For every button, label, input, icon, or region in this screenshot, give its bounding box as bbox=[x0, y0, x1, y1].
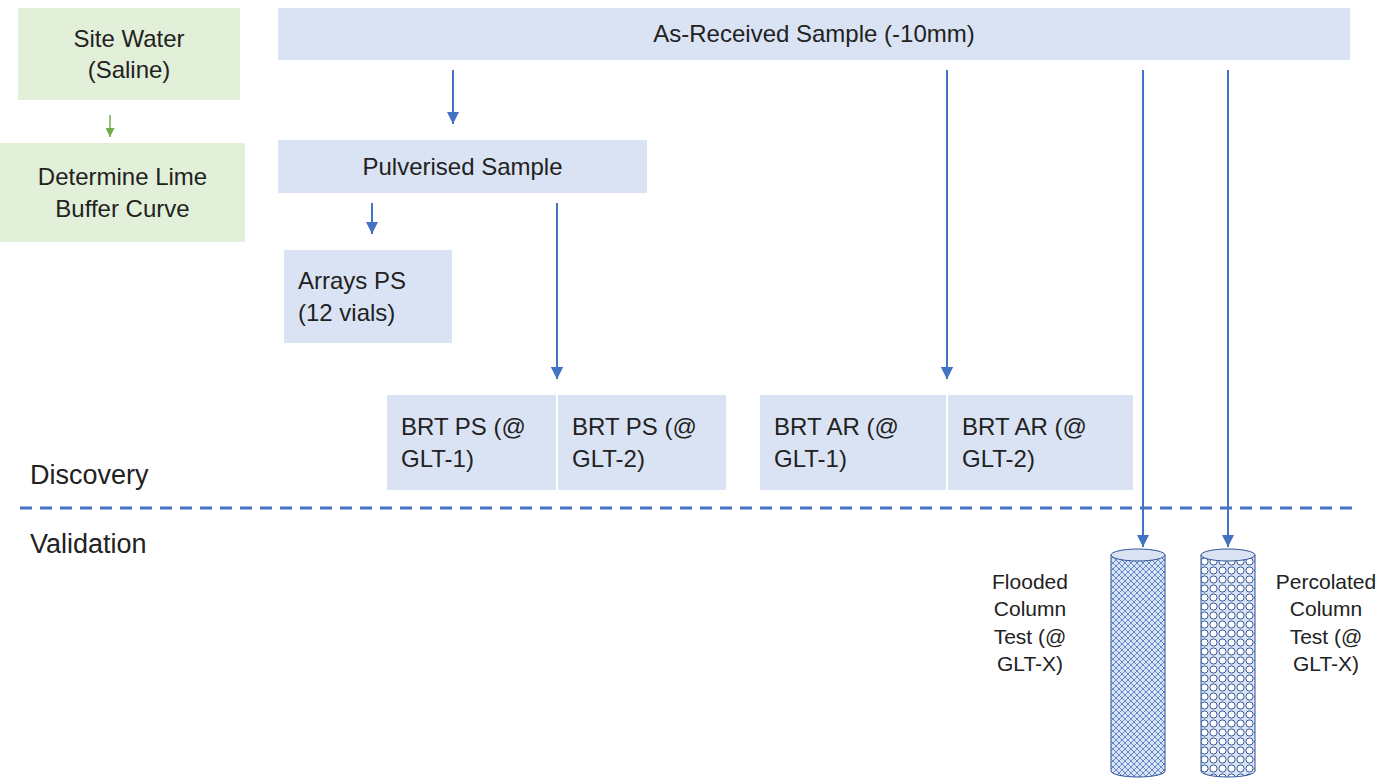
phase-label: Discovery bbox=[30, 460, 149, 491]
column-label: Percolated Column Test (@ GLT-X) bbox=[1270, 568, 1382, 677]
test-box: BRT PS (@ GLT-2) bbox=[558, 395, 726, 490]
flow-arrow bbox=[946, 70, 948, 379]
box-text: BRT PS (@ GLT-1) bbox=[401, 411, 541, 473]
box-text: As-Received Sample (-10mm) bbox=[653, 18, 974, 49]
column-outline bbox=[1110, 548, 1166, 778]
box-text: Pulverised Sample bbox=[362, 151, 562, 182]
test-box: BRT AR (@ GLT-2) bbox=[948, 395, 1133, 490]
box-text: BRT AR (@ GLT-1) bbox=[774, 411, 924, 473]
flow-arrow bbox=[1142, 70, 1144, 547]
flow-arrow bbox=[556, 203, 558, 379]
phase-label: Validation bbox=[30, 529, 147, 560]
box-text: BRT PS (@ GLT-2) bbox=[572, 411, 712, 473]
flow-arrow bbox=[371, 203, 373, 234]
input-box: Site Water (Saline) bbox=[18, 8, 240, 100]
box-text: Determine Lime Buffer Curve bbox=[15, 161, 230, 223]
process-box: Pulverised Sample bbox=[278, 140, 647, 193]
flow-arrow bbox=[109, 115, 111, 137]
box-text: Site Water (Saline) bbox=[34, 23, 224, 85]
flow-arrow bbox=[1227, 70, 1229, 547]
process-box: Arrays PS (12 vials) bbox=[284, 250, 452, 343]
box-text: BRT AR (@ GLT-2) bbox=[962, 411, 1112, 473]
flow-arrow bbox=[556, 203, 558, 379]
test-box: BRT PS (@ GLT-1) bbox=[387, 395, 556, 490]
process-box: Determine Lime Buffer Curve bbox=[0, 143, 245, 242]
column-outline bbox=[1200, 548, 1256, 778]
column-label: Flooded Column Test (@ GLT-X) bbox=[974, 568, 1086, 677]
sample-band: As-Received Sample (-10mm) bbox=[278, 8, 1350, 60]
flow-arrow bbox=[946, 70, 948, 379]
column-test: Flooded Column Test (@ GLT-X) bbox=[1110, 548, 1166, 778]
test-box: BRT AR (@ GLT-1) bbox=[760, 395, 946, 490]
column-test: Percolated Column Test (@ GLT-X) bbox=[1200, 548, 1256, 778]
flow-arrow bbox=[452, 70, 454, 124]
phase-divider bbox=[20, 507, 1352, 510]
box-text: Arrays PS (12 vials) bbox=[298, 265, 438, 327]
